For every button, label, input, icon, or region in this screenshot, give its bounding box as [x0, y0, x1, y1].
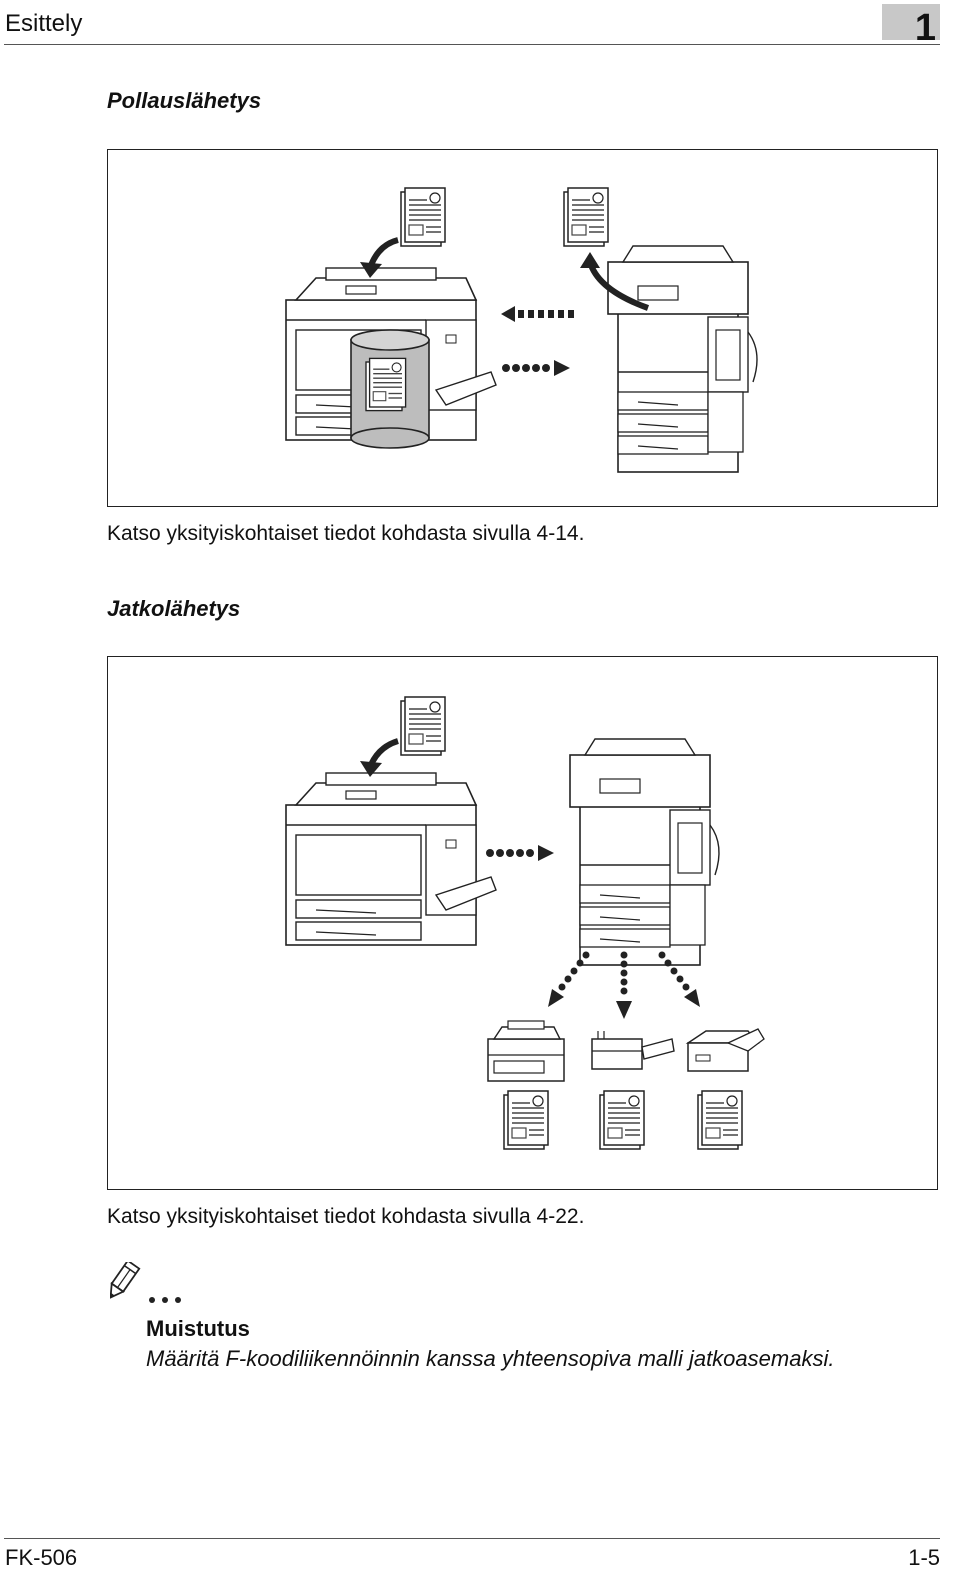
destination-fax-icon — [591, 1031, 675, 1070]
destination-copier-icon — [487, 1020, 565, 1082]
footer-rule — [4, 1538, 940, 1539]
document-icon — [400, 696, 446, 756]
relay-machine-icon — [569, 738, 720, 966]
document-icon — [599, 1090, 645, 1150]
destination-fax-icon — [685, 1028, 765, 1072]
receiver-machine-icon — [607, 245, 758, 473]
mailbox-storage-icon — [350, 329, 430, 449]
footer-model: FK-506 — [5, 1545, 78, 1570]
footer-page-number: 1-5 — [908, 1545, 940, 1570]
polling-figure — [107, 149, 938, 507]
send-arrow-icon — [486, 845, 554, 861]
header-rule — [4, 44, 940, 45]
document-icon — [697, 1090, 743, 1150]
request-arrow-icon — [501, 306, 574, 322]
polling-caption: Katso yksityiskohtaiset tiedot kohdasta … — [107, 522, 585, 545]
sender-machine-icon — [285, 772, 497, 946]
chapter-tab — [882, 4, 940, 40]
section-title-relay: Jatkolähetys — [107, 596, 241, 621]
note-label: Muistutus — [146, 1316, 250, 1341]
broadcast-arrow-right-icon — [658, 951, 700, 1007]
document-icon — [400, 187, 446, 247]
relay-caption: Katso yksityiskohtaiset tiedot kohdasta … — [107, 1205, 585, 1228]
running-header: Esittely — [5, 10, 83, 37]
document-icon — [563, 187, 609, 247]
pencil-note-icon — [109, 1259, 190, 1311]
note-text: Määritä F-koodiliikennöinnin kanssa yhte… — [146, 1346, 835, 1371]
broadcast-arrow-left-icon — [548, 951, 590, 1007]
send-arrow-icon — [502, 360, 570, 376]
document-icon — [503, 1090, 549, 1150]
broadcast-arrow-center-icon — [616, 951, 632, 1019]
relay-figure — [107, 656, 938, 1190]
chapter-number: 1 — [914, 7, 936, 49]
section-title-polling: Pollauslähetys — [107, 88, 262, 113]
